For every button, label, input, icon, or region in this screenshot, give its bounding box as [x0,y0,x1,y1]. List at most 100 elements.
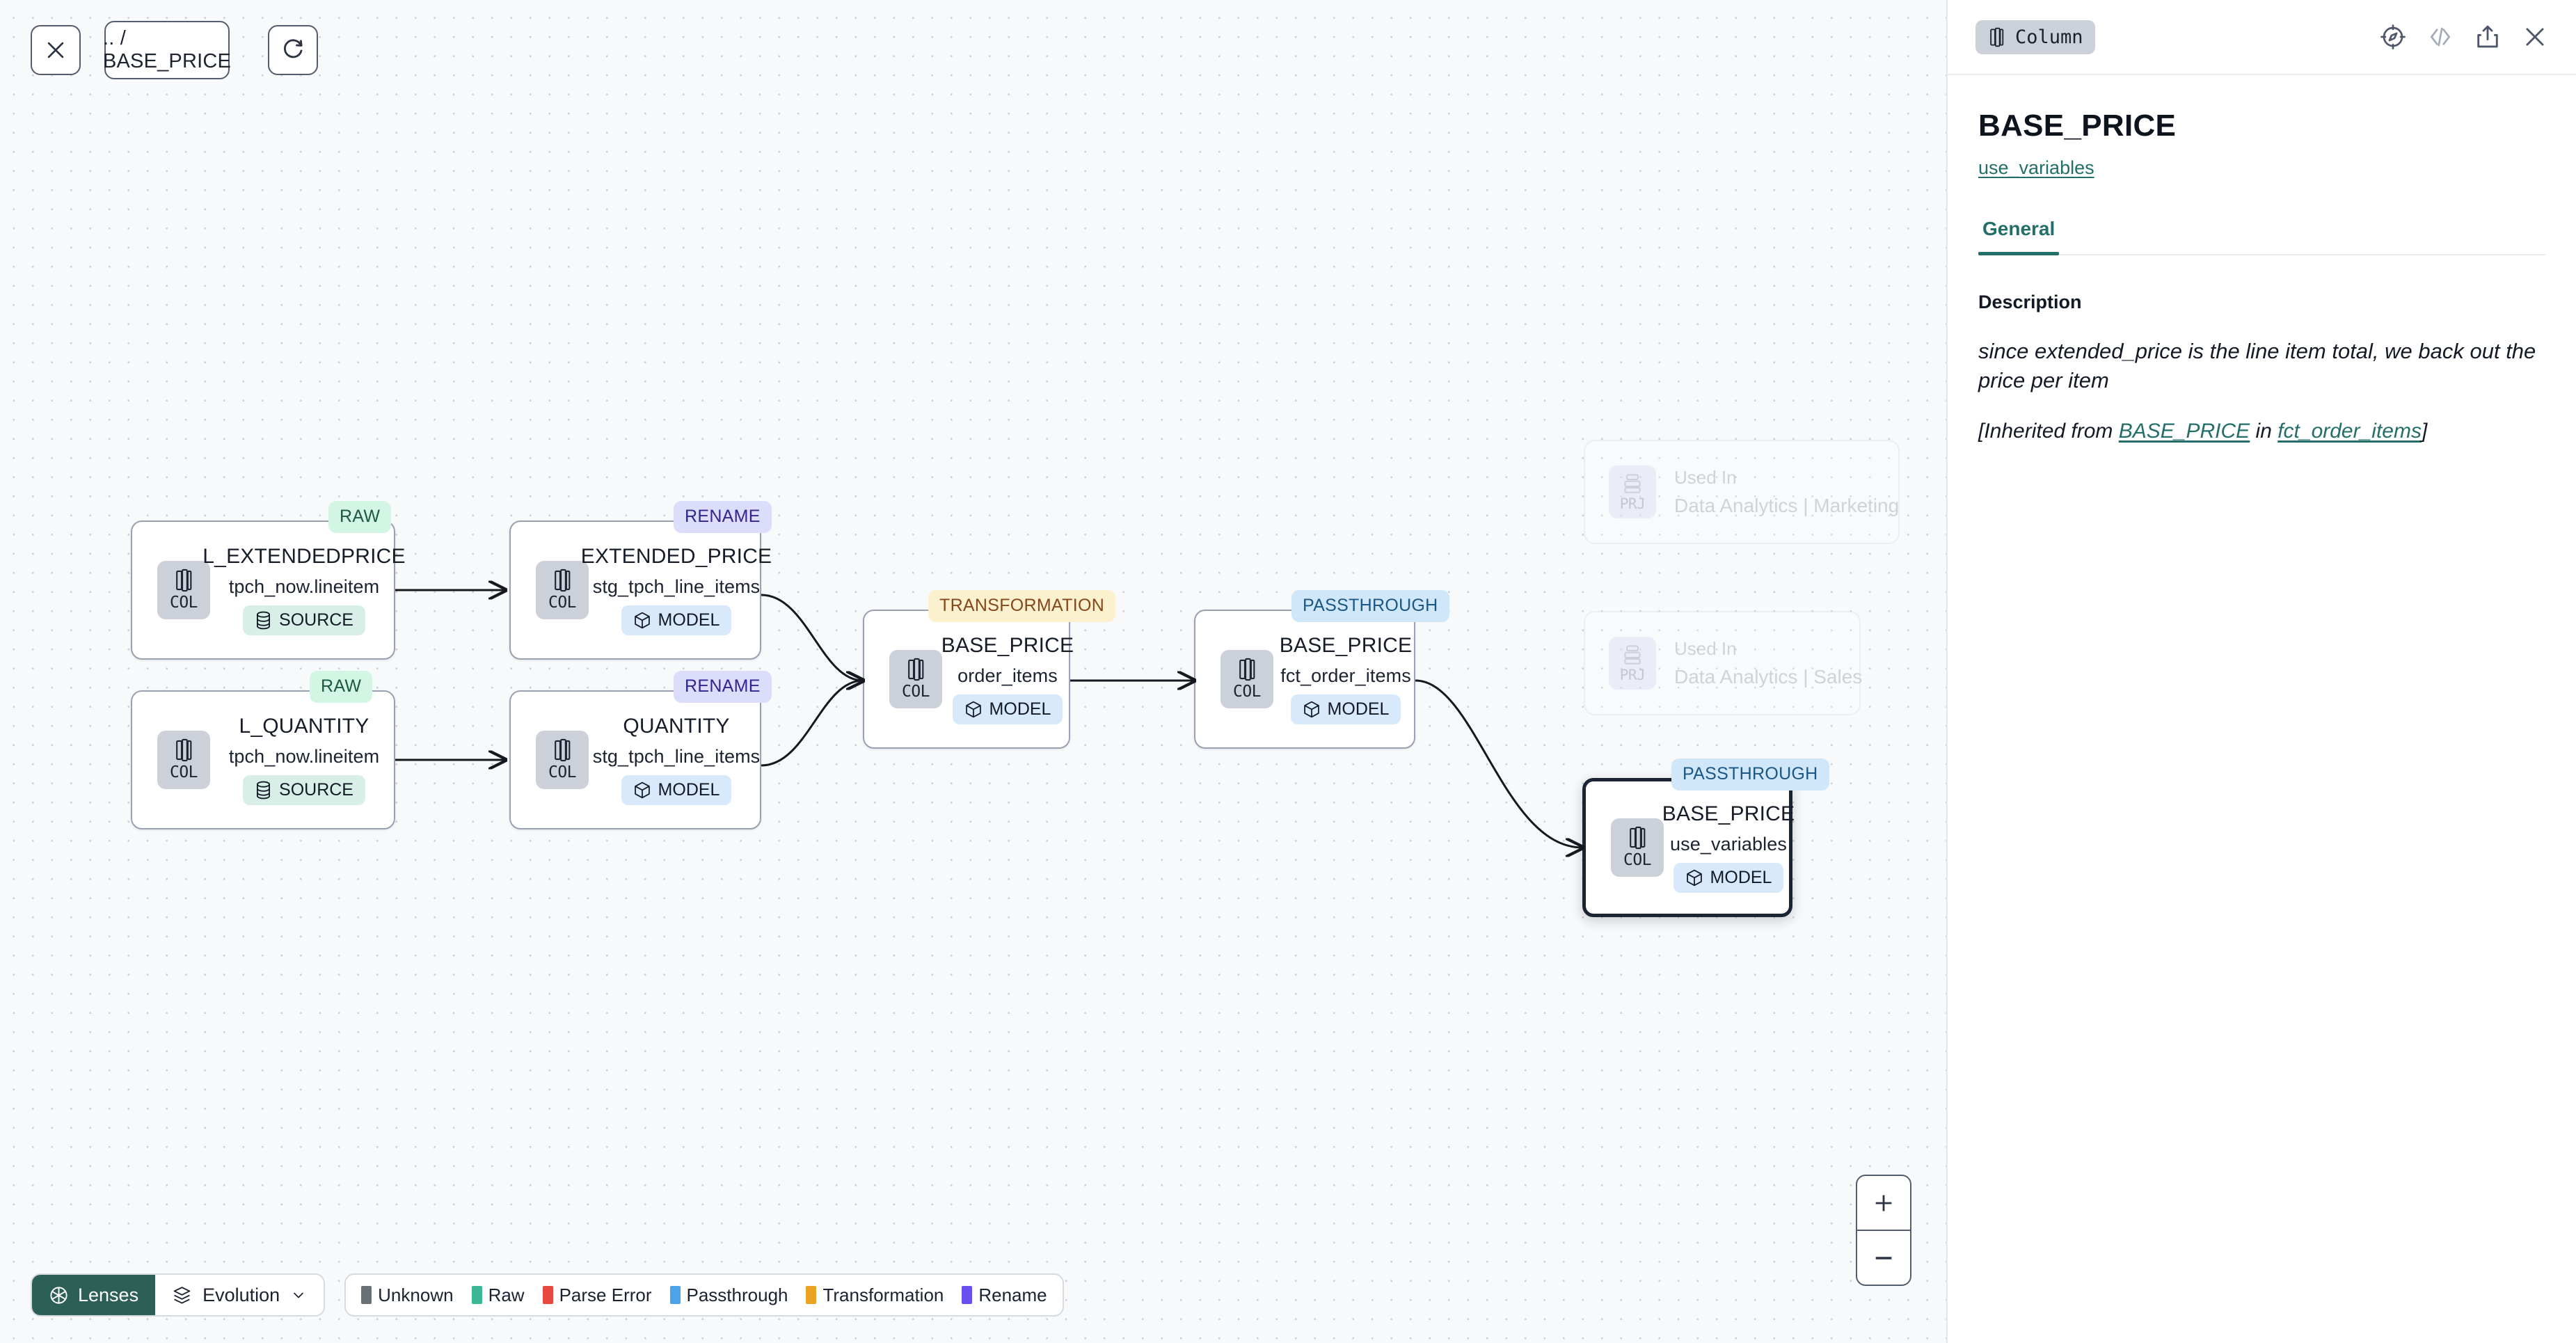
legend-swatch [471,1286,482,1304]
legend-item: Transformation [806,1285,944,1306]
type-tag-rename: RENAME [674,671,772,703]
panel-header-actions [2380,24,2548,50]
inherited-column-link[interactable]: BASE_PRICE [2118,420,2250,443]
column-icon [1990,27,2004,47]
close-icon [47,42,64,58]
col-chip-label: COL [169,594,198,612]
breadcrumb-label: .. / BASE_PRICE [102,27,232,72]
tab-general[interactable]: General [1978,218,2060,255]
kind-badge-label: MODEL [1710,868,1772,887]
minus-icon [1875,1256,1892,1259]
col-chip-label: COL [169,763,198,781]
cube-icon [1686,869,1702,887]
zoom-in-button[interactable] [1857,1176,1910,1231]
parent-model-link[interactable]: use_variables [1978,157,2094,178]
close-panel-button[interactable] [2522,24,2548,50]
legend-swatch [542,1286,553,1304]
used-in-label: Used In [1674,467,1737,488]
legend-swatch [962,1286,973,1304]
lenses-button[interactable]: Lenses [32,1275,156,1315]
prj-chip: PRJ [1609,466,1656,518]
prj-chip-label: PRJ [1619,495,1646,512]
evolution-label: Evolution [202,1284,280,1305]
kind-badge-label: SOURCE [279,780,353,800]
node-subtitle: stg_tpch_line_items [592,746,761,767]
type-tag-transformation: TRANSFORMATION [928,590,1116,622]
share-button[interactable] [2474,24,2501,50]
column-icon [1630,826,1646,850]
column-icon [555,569,571,592]
node-l-quantity[interactable]: COL L_QUANTITY tpch_now.lineitem SOURCE [131,690,395,829]
kind-badge-source: SOURCE [243,775,365,805]
legend-swatch [669,1286,681,1304]
share-icon [2477,25,2498,48]
type-tag-raw: RAW [310,671,373,703]
node-title: BASE_PRICE [941,634,1074,657]
node-subtitle: stg_tpch_line_items [592,576,761,597]
database-icon [257,611,271,630]
close-icon [2526,28,2544,46]
inherited-middle: in [2250,420,2278,443]
column-icon [1239,658,1255,681]
node-subtitle: order_items [957,665,1058,686]
node-subtitle: fct_order_items [1280,665,1411,686]
used-in-card-sales[interactable]: PRJ Used In Data Analytics | Sales [1584,611,1862,715]
cube-icon [634,781,650,799]
database-icon [257,781,271,800]
node-title: QUANTITY [623,715,730,738]
prj-chip-label: PRJ [1619,666,1646,683]
close-lineage-button[interactable] [31,25,81,75]
legend-label: Transformation [822,1284,944,1305]
view-code-button[interactable] [2427,24,2454,50]
col-chip: COL [1221,650,1273,708]
type-tag-rename: RENAME [674,501,772,533]
details-panel-header: Column [1948,0,2576,75]
node-base-price-fct-order-items[interactable]: COL BASE_PRICE fct_order_items MODEL [1194,610,1415,749]
col-chip-label: COL [901,683,930,701]
zoom-control[interactable] [1856,1175,1911,1286]
node-quantity[interactable]: COL QUANTITY stg_tpch_line_items MODEL [509,690,761,829]
legend-item: Rename [962,1285,1047,1306]
column-icon [908,658,924,681]
lineage-legend: Unknown Raw Parse Error Passthrough Tran… [344,1273,1064,1317]
node-title: BASE_PRICE [1662,802,1795,825]
kind-badge-label: SOURCE [279,610,353,630]
cube-icon [965,701,981,718]
project-icon [1624,644,1641,665]
used-in-card-marketing[interactable]: PRJ Used In Data Analytics | Marketing [1584,440,1900,544]
legend-item: Parse Error [542,1285,652,1306]
lineage-canvas[interactable]: .. / BASE_PRICE RAW COL [0,0,1946,1343]
evolution-dropdown[interactable]: Evolution [155,1275,324,1315]
node-l-extendedprice[interactable]: COL L_EXTENDEDPRICE tpch_now.lineitem SO… [131,520,406,660]
legend-label: Passthrough [686,1284,788,1305]
node-subtitle: tpch_now.lineitem [228,746,380,767]
page-title: BASE_PRICE [1978,109,2177,143]
cube-icon [1303,701,1319,718]
col-chip: COL [536,561,589,619]
breadcrumb[interactable]: .. / BASE_PRICE [102,21,232,79]
inherited-model-link[interactable]: fct_order_items [2277,420,2422,443]
col-chip-label: COL [548,763,577,781]
inherited-prefix: [Inherited from [1978,420,2119,443]
kind-badge-label: MODEL [1327,699,1390,719]
legend-label: Rename [978,1284,1047,1305]
node-subtitle: use_variables [1670,834,1787,855]
used-in-value: Data Analytics | Marketing [1674,495,1900,516]
entity-type-chip: Column [1975,19,2095,54]
node-base-price-order-items[interactable]: COL BASE_PRICE order_items MODEL [863,610,1074,749]
code-icon [2430,27,2451,47]
node-base-price-use-variables[interactable]: COL BASE_PRICE use_variables MODEL [1582,778,1795,917]
kind-badge-label: MODEL [658,780,720,800]
explore-button[interactable] [2380,24,2406,50]
zoom-out-button[interactable] [1857,1231,1910,1285]
col-chip-label: COL [1232,683,1262,701]
kind-badge-model: MODEL [621,775,732,805]
refresh-button[interactable] [268,25,318,75]
legend-item: Passthrough [669,1284,788,1306]
kind-badge-label: MODEL [658,610,720,630]
node-extended-price[interactable]: COL EXTENDED_PRICE stg_tpch_line_items M… [509,520,772,660]
legend-item: Raw [471,1285,525,1306]
plus-icon [1875,1195,1892,1211]
kind-badge-model: MODEL [1290,694,1401,724]
